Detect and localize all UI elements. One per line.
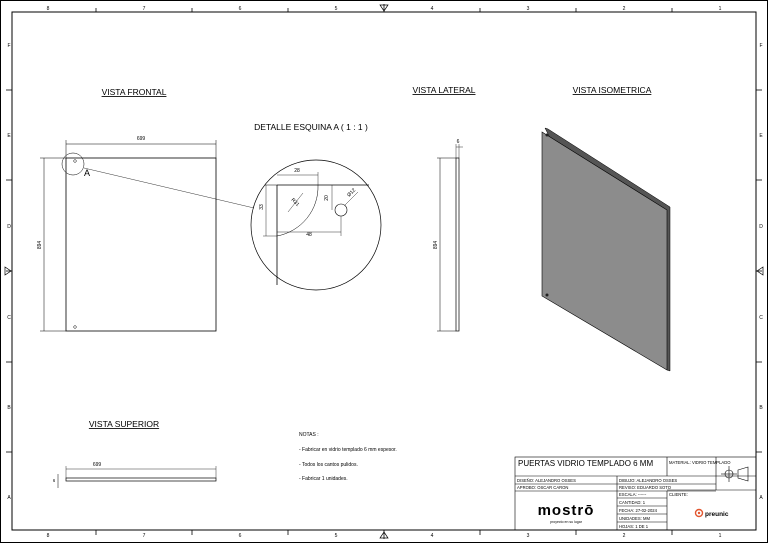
front-view-panel xyxy=(65,157,217,332)
title-block-designed: DISEÑO: ALEJANDRO OSSES xyxy=(517,478,576,483)
title-block-scale: ESCALA: ------ xyxy=(619,492,647,497)
zone-col-bottom-3: 6 xyxy=(239,533,242,539)
detail-dim-28: 28 xyxy=(294,168,300,174)
front-width-dim: 699 xyxy=(137,136,146,142)
title-block-quantity: CANTIDAD: 1 xyxy=(619,500,646,505)
detail-dim-48: 48 xyxy=(306,232,312,238)
center-arrow-bottom xyxy=(379,531,389,539)
zone-col-bottom-5: 4 xyxy=(431,533,434,539)
side-view-panel xyxy=(455,157,460,332)
title-block-approved: APROBO: OSCAR CARON xyxy=(517,485,568,490)
zone-row-left-f: F xyxy=(7,43,10,49)
title-block-client-label: CLIENTE: xyxy=(669,492,688,497)
title-block-units: UNIDADES: MM xyxy=(619,516,650,521)
zone-row-left-b: B xyxy=(7,405,11,411)
front-hole-top xyxy=(73,159,77,163)
notes-heading: NOTAS : xyxy=(299,432,319,438)
title-block-material: MATERIAL: VIDRIO TEMPLADO xyxy=(669,460,731,465)
zone-col-top-5: 4 xyxy=(431,6,434,12)
isometric-view: VISTA ISOMETRICA xyxy=(541,85,671,372)
zone-col-top-3: 6 xyxy=(239,6,242,12)
company-logo: mostrō proyecto en su lugar xyxy=(538,502,595,524)
zone-ticks xyxy=(6,4,762,539)
note-item: - Todos los cantos pulidos. xyxy=(299,462,358,468)
zone-col-bottom-4: 5 xyxy=(335,533,338,539)
detail-hole-label: Ø12 xyxy=(346,187,357,198)
isometric-view-title: VISTA ISOMETRICA xyxy=(573,85,652,95)
top-view-title: VISTA SUPERIOR xyxy=(89,419,159,429)
client-logo-text: preunic xyxy=(705,511,729,518)
zone-col-bottom-7: 2 xyxy=(623,533,626,539)
zone-row-right-f: F xyxy=(759,43,762,49)
side-thickness-dim: 6 xyxy=(457,139,460,145)
title-block-sheet: HOJAS: 1 DE 1 xyxy=(619,524,649,529)
front-view: VISTA FRONTAL 699 894 A xyxy=(37,87,255,332)
detail-callout-label: A xyxy=(84,168,90,178)
client-logo: preunic xyxy=(694,508,729,518)
center-arrow-left xyxy=(4,266,12,276)
note-item: - Fabricar 1 unidades. xyxy=(299,476,348,482)
zone-row-right-d: D xyxy=(759,224,763,230)
zone-row-left-d: D xyxy=(7,224,11,230)
detail-view-title: DETALLE ESQUINA A ( 1 : 1 ) xyxy=(254,122,368,132)
side-view-title: VISTA LATERAL xyxy=(413,85,476,95)
title-block xyxy=(514,456,757,531)
detail-dim-33: 33 xyxy=(259,204,265,210)
projection-symbol xyxy=(721,466,749,482)
zone-col-bottom-2: 7 xyxy=(143,533,146,539)
top-view: VISTA SUPERIOR 699 6 xyxy=(53,419,217,488)
zone-col-top-4: 5 xyxy=(335,6,338,12)
title-block-title: PUERTAS VIDRIO TEMPLADO 6 MM xyxy=(518,459,653,468)
front-hole-bottom xyxy=(73,325,77,329)
title-block-reviewed: REVISO: EDUARDO SOTO xyxy=(619,485,672,490)
zone-col-bottom-6: 3 xyxy=(527,533,530,539)
zone-col-top-8: 1 xyxy=(719,6,722,12)
zone-col-top-7: 2 xyxy=(623,6,626,12)
detail-leader-line xyxy=(83,167,255,209)
detail-radius-label: R31 xyxy=(290,197,301,208)
company-logo-tagline: proyecto en su lugar xyxy=(550,520,583,524)
side-view: VISTA LATERAL 6 894 xyxy=(413,85,476,332)
zone-row-right-c: C xyxy=(759,315,763,321)
title-block-date: FECHA: 27-02-2024 xyxy=(619,508,658,513)
zone-col-top-2: 7 xyxy=(143,6,146,12)
detail-circle xyxy=(250,159,382,291)
zone-col-bottom-1: 8 xyxy=(47,533,50,539)
notes-block: NOTAS : - Fabricar en vidrio templado 6 … xyxy=(299,432,397,482)
center-arrow-top xyxy=(379,4,389,12)
zone-row-left-a: A xyxy=(7,495,11,501)
detail-callout-circle xyxy=(61,152,85,176)
center-arrow-right xyxy=(756,266,764,276)
zone-row-right-a: A xyxy=(759,495,763,501)
zone-row-left-c: C xyxy=(7,315,11,321)
detail-hole xyxy=(334,203,348,217)
front-view-title: VISTA FRONTAL xyxy=(102,87,167,97)
zone-row-right-e: E xyxy=(759,133,763,139)
zone-col-top-1: 8 xyxy=(47,6,50,12)
top-width-dim: 699 xyxy=(93,462,102,468)
detail-view: DETALLE ESQUINA A ( 1 : 1 ) 28 33 20 48 … xyxy=(250,122,382,291)
top-thickness-dim: 6 xyxy=(53,478,56,483)
detail-dim-20: 20 xyxy=(324,195,330,201)
company-logo-text: mostrō xyxy=(538,502,595,519)
front-height-dim: 894 xyxy=(37,241,43,250)
zone-row-left-e: E xyxy=(7,133,11,139)
isometric-panel xyxy=(541,131,668,371)
note-item: - Fabricar en vidrio templado 6 mm espes… xyxy=(299,447,397,453)
side-height-dim: 894 xyxy=(433,241,439,250)
zone-row-right-b: B xyxy=(759,405,763,411)
top-view-panel xyxy=(65,477,217,482)
zone-col-bottom-8: 1 xyxy=(719,533,722,539)
zone-col-top-6: 3 xyxy=(527,6,530,12)
title-block-drawn: DIBUJO: ALEJANDRO OSSES xyxy=(619,478,677,483)
